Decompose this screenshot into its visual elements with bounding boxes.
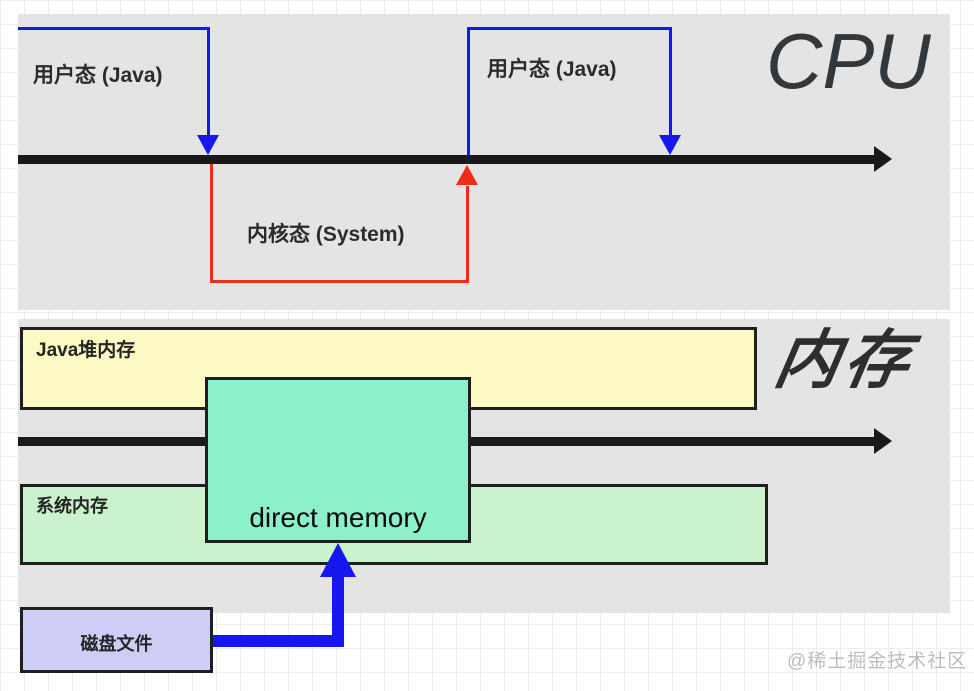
cpu-timeline-line <box>18 155 876 164</box>
system-memory-label: 系统内存 <box>36 496 108 516</box>
user-mode-bracket-2-drop <box>669 27 672 135</box>
user-mode-label-2: 用户态 (Java) <box>487 58 617 81</box>
kernel-mode-bracket-bottom <box>210 280 469 283</box>
switch-to-kernel-arrowhead-2-icon <box>659 135 681 155</box>
kernel-mode-bracket-left <box>210 164 213 283</box>
cpu-timeline-arrowhead-icon <box>874 146 892 172</box>
watermark: @稀土掘金技术社区 <box>787 651 968 672</box>
direct-memory-label: direct memory <box>249 502 427 533</box>
disk-to-direct-arrow-vertical <box>332 574 344 647</box>
user-mode-bracket-1-drop <box>207 27 210 135</box>
kernel-mode-label: 内核态 (System) <box>247 223 405 246</box>
kernel-mode-bracket-rise <box>466 186 469 283</box>
disk-to-direct-arrow-horizontal <box>213 635 344 647</box>
cpu-section-title: CPU <box>766 17 931 105</box>
user-mode-bracket-2-rise <box>467 27 470 155</box>
java-heap-label: Java堆内存 <box>36 340 136 361</box>
switch-to-user-arrowhead-icon <box>456 165 478 185</box>
memory-timeline-arrowhead-icon <box>874 428 892 454</box>
direct-memory-box: direct memory <box>205 377 471 543</box>
switch-to-kernel-arrowhead-icon <box>197 135 219 155</box>
disk-file-box: 磁盘文件 <box>20 607 213 673</box>
disk-file-label: 磁盘文件 <box>80 634 153 654</box>
user-mode-label-1: 用户态 (Java) <box>33 64 163 87</box>
user-mode-bracket-2-top <box>467 27 672 30</box>
user-mode-bracket-1-top <box>18 27 210 30</box>
disk-to-direct-arrowhead-icon <box>320 543 356 577</box>
memory-section-title: 内存 <box>769 324 921 396</box>
